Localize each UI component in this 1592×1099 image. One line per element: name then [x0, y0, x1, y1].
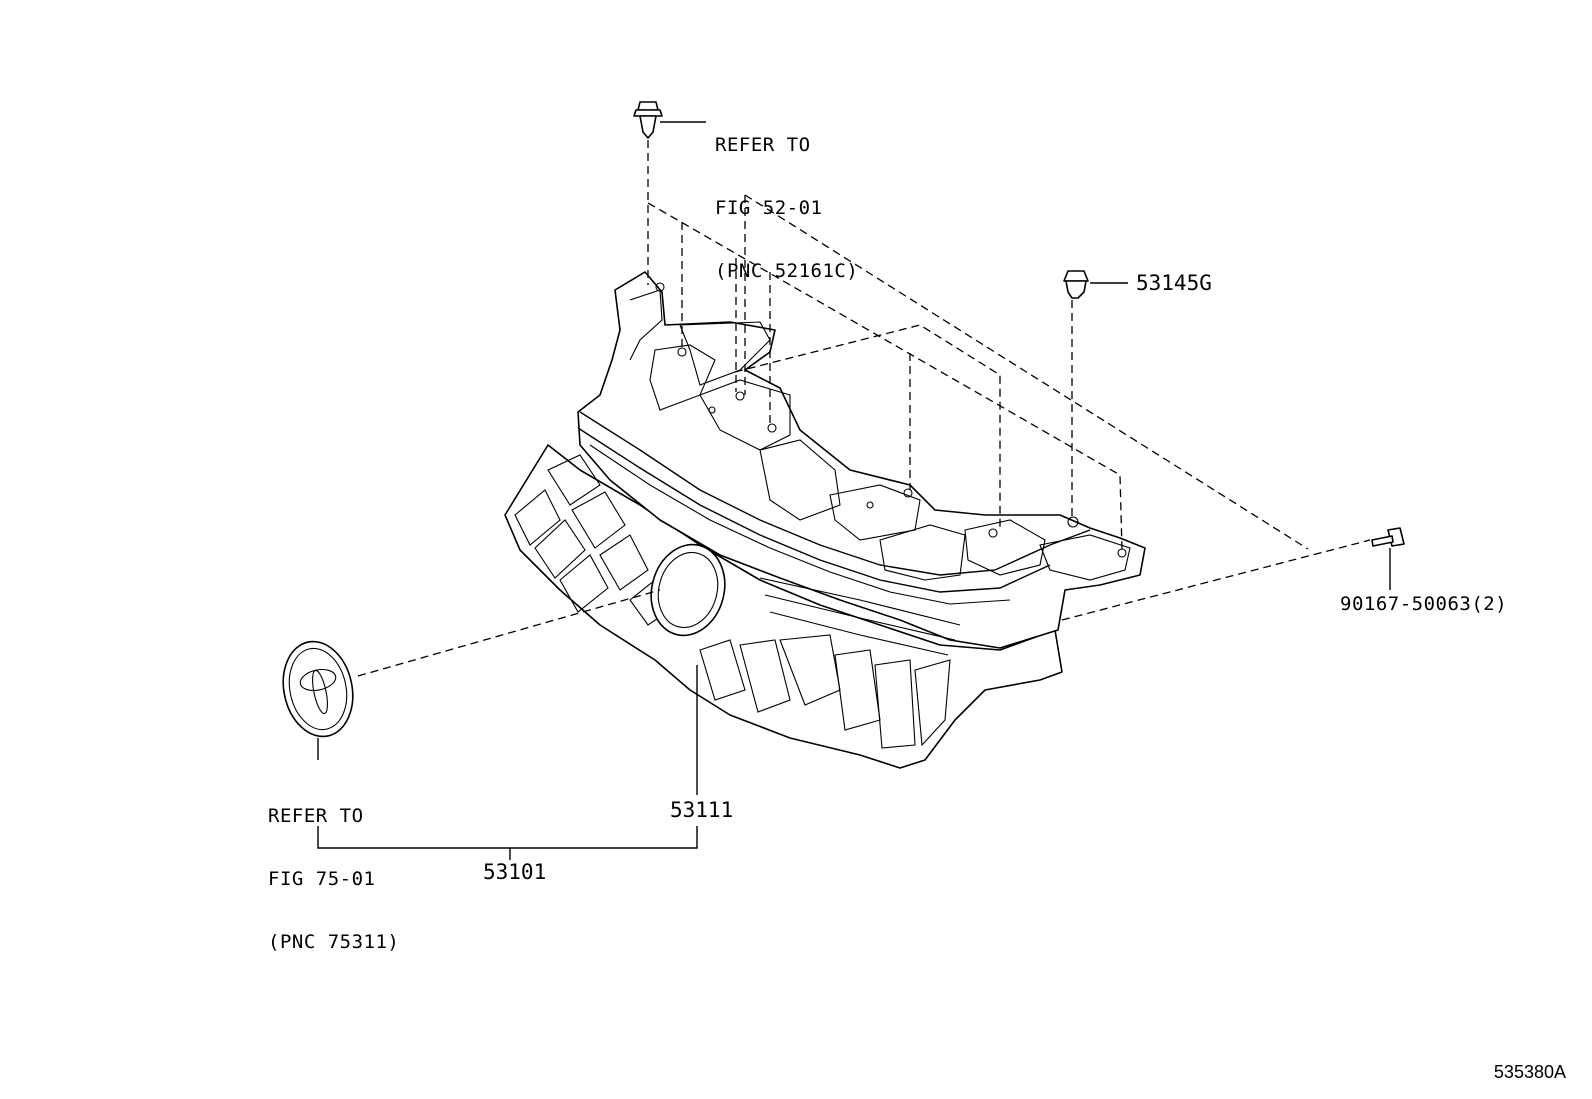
grille-bracket-center — [679, 321, 791, 451]
figure-id: 535380A — [1493, 1062, 1566, 1082]
radiator-grille — [504, 271, 1146, 769]
part-number-53145g: 53145G — [1136, 271, 1212, 295]
emblem — [282, 640, 354, 738]
grille-louvers-left — [514, 454, 671, 626]
part-number-53101: 53101 — [483, 860, 547, 884]
clip-ref-line1: REFER TO — [715, 134, 811, 156]
clip-ref-label: REFER TO FIG 52-01 (PNC 52161C) — [715, 93, 858, 303]
grille-top-rail — [579, 411, 1091, 576]
screw-90167 — [1371, 527, 1405, 547]
assembly-dashed-lines — [357, 140, 1371, 677]
grille-upper-frame — [577, 271, 1146, 649]
leader-lines — [317, 121, 1391, 860]
clip-53145g — [1063, 270, 1089, 299]
clip-ref-line3: (PNC 52161C) — [715, 260, 859, 282]
emblem-ref-line1: REFER TO — [268, 805, 364, 827]
grille-louvers-right — [699, 634, 951, 749]
emblem-ref-label: REFER TO FIG 75-01 (PNC 75311) — [268, 764, 399, 974]
grille-horizontal-bars — [759, 577, 961, 656]
emblem-ref-line3: (PNC 75311) — [268, 931, 400, 953]
emblem-ref-line2: FIG 75-01 — [268, 868, 376, 890]
part-number-screw: 90167-50063(2) — [1340, 593, 1508, 615]
part-number-53111: 53111 — [670, 798, 734, 822]
clip-top-left — [633, 101, 663, 139]
grille-emblem-recess — [650, 543, 726, 637]
clip-ref-line2: FIG 52-01 — [715, 197, 823, 219]
grille-bracket-right — [879, 519, 1131, 581]
